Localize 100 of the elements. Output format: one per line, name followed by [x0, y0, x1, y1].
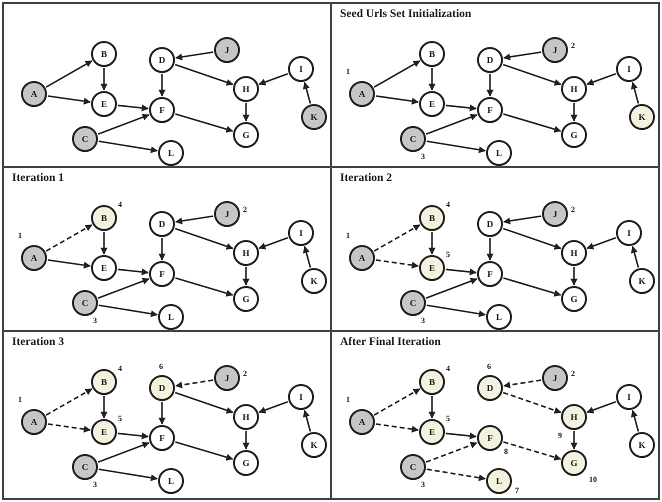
graph-node-circle	[21, 81, 47, 107]
arrow	[376, 423, 419, 433]
node-letter: B	[428, 50, 435, 58]
graph-node-circle	[149, 261, 175, 287]
node-letter: G	[242, 130, 250, 140]
arrow	[175, 113, 234, 133]
graph-node-circle	[477, 97, 503, 123]
node-letter: E	[100, 264, 107, 272]
node-letter: G	[242, 458, 250, 468]
graph-node-circle	[477, 425, 503, 451]
graph-node-circle	[21, 409, 47, 435]
panel-frame	[330, 330, 660, 500]
visit-order-number: 2	[243, 370, 247, 378]
arrow	[374, 388, 420, 416]
visit-order-number: 1	[18, 232, 22, 240]
panel-frame	[330, 2, 660, 168]
arrow	[118, 268, 149, 276]
graph-node-circle	[419, 369, 445, 395]
graph-node-circle	[561, 404, 587, 430]
visit-order-number: 2	[243, 206, 247, 214]
graph-node-circle	[561, 450, 587, 476]
arrow	[428, 396, 436, 419]
visit-order-number: 3	[421, 317, 425, 325]
arrow	[46, 224, 92, 252]
arrow	[175, 277, 234, 297]
node-letter: K	[638, 440, 646, 450]
arrow	[426, 140, 486, 154]
panel-frame	[2, 330, 332, 500]
node-letter: D	[158, 384, 166, 392]
arrow	[100, 232, 108, 255]
arrow	[175, 441, 234, 461]
arrow	[486, 74, 494, 97]
visit-order-number: 5	[446, 251, 450, 259]
visit-order-number: 1	[346, 68, 350, 76]
arrow	[376, 95, 419, 105]
visit-order-number: 2	[571, 370, 575, 378]
arrow	[426, 304, 486, 318]
node-letter: H	[570, 84, 578, 94]
node-letter: H	[570, 248, 578, 258]
node-letter: F	[159, 434, 165, 442]
node-letter: B	[428, 214, 435, 222]
arrow	[242, 103, 250, 122]
node-letter: J	[552, 210, 558, 218]
node-letter: H	[242, 412, 250, 422]
panel-title: Iteration 3	[12, 336, 64, 348]
node-letter: B	[100, 378, 107, 386]
arrow	[302, 410, 312, 432]
arrow	[586, 73, 616, 86]
node-letter: E	[428, 428, 435, 436]
arrow	[174, 392, 234, 414]
node-letter: G	[570, 130, 578, 140]
arrow	[503, 379, 542, 388]
visit-order-number: 10	[589, 476, 597, 484]
node-letter: D	[486, 220, 494, 228]
node-letter: H	[242, 84, 250, 94]
graph-node-circle	[233, 286, 259, 312]
node-letter: K	[638, 112, 646, 122]
arrow	[258, 237, 288, 250]
node-letter: C	[82, 462, 88, 472]
node-letter: A	[30, 90, 38, 98]
graph-node-circle	[477, 211, 503, 237]
arrow	[503, 441, 562, 461]
node-letter: K	[310, 276, 318, 286]
graph-node-circle	[561, 240, 587, 266]
graph-node-circle	[288, 56, 314, 82]
arrow	[446, 432, 477, 440]
graph-node-circle	[91, 41, 117, 67]
node-letter: B	[100, 50, 107, 58]
graph-node-circle	[419, 255, 445, 281]
graph-node-circle	[149, 97, 175, 123]
arrow	[486, 238, 494, 261]
visit-order-number: 1	[346, 396, 350, 404]
graph-node-circle	[72, 290, 98, 316]
graph-node-circle	[233, 450, 259, 476]
node-letter: E	[428, 100, 435, 108]
arrow	[100, 68, 108, 91]
arrow	[258, 401, 288, 414]
visit-order-number: 3	[421, 481, 425, 489]
graph-node-circle	[486, 468, 512, 494]
arrow	[503, 215, 542, 224]
node-letter: C	[410, 134, 416, 144]
arrow	[502, 64, 562, 86]
node-letter: D	[486, 56, 494, 64]
arrow	[302, 82, 312, 104]
node-letter: C	[82, 134, 88, 144]
graph-node-circle	[629, 432, 655, 458]
panel-title: Iteration 2	[340, 172, 392, 184]
graph-node-circle	[149, 47, 175, 73]
arrow	[446, 268, 477, 276]
arrow	[242, 431, 250, 450]
node-letter: I	[627, 228, 631, 238]
node-letter: C	[82, 298, 88, 308]
graph-node-circle	[349, 245, 375, 271]
node-letter: I	[627, 392, 631, 402]
graph-node-circle	[158, 304, 184, 330]
node-letter: J	[552, 46, 558, 54]
graph-node-circle	[214, 201, 240, 227]
graph-node-circle	[349, 409, 375, 435]
graph-node-circle	[561, 122, 587, 148]
visit-order-number: 7	[515, 487, 519, 495]
